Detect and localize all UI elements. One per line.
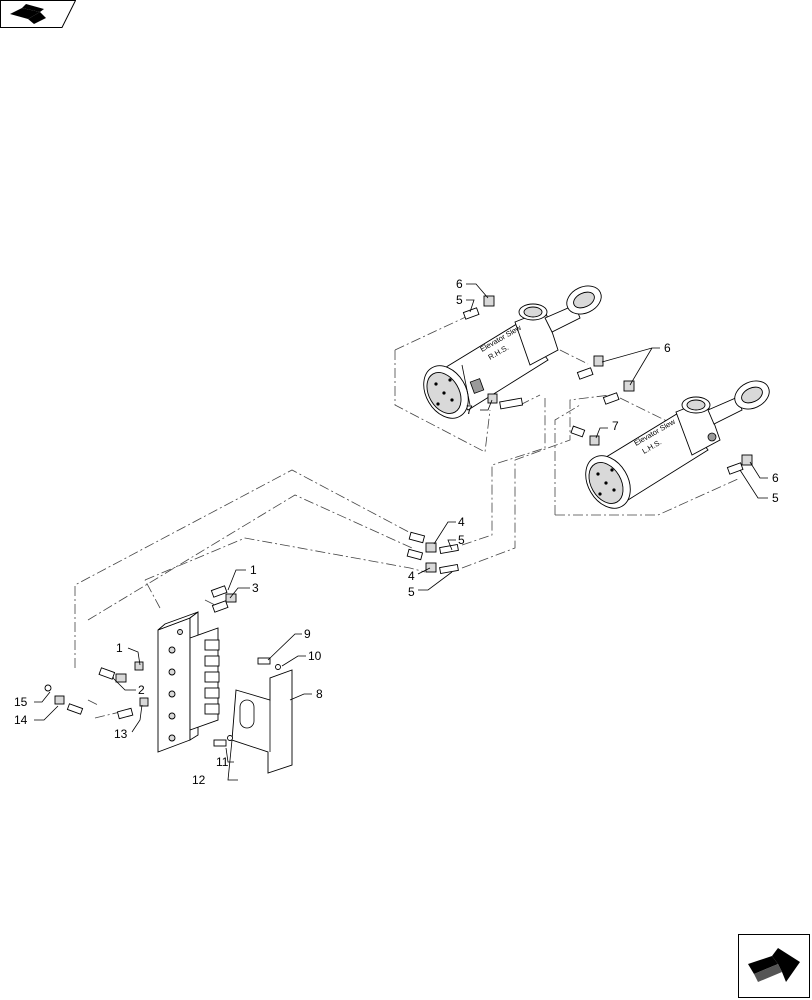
valve-block [157, 611, 220, 753]
next-page-button[interactable] [738, 934, 810, 998]
callout-6-lhs: 6 [772, 471, 779, 485]
callout-1-left: 1 [116, 641, 123, 655]
callout-5-top: 5 [458, 533, 465, 547]
callout-12: 12 [192, 773, 206, 787]
mounting-bracket [231, 669, 293, 774]
callout-leaders [34, 283, 768, 781]
back-arrow-icon [10, 4, 46, 24]
forward-arrow-icon [748, 948, 800, 982]
callout-3: 3 [252, 581, 259, 595]
callout-9: 9 [304, 627, 311, 641]
callout-5-rhs: 5 [456, 293, 463, 307]
callout-8: 8 [316, 687, 323, 701]
callout-1-top: 1 [250, 563, 257, 577]
callout-5-lhs: 5 [772, 491, 779, 505]
previous-page-button[interactable] [0, 0, 76, 28]
callout-4-bottom: 4 [408, 569, 415, 583]
fittings [44, 295, 753, 747]
callout-numbers: 1 3 1 2 13 15 14 9 10 8 11 12 4 5 4 5 6 … [14, 277, 779, 787]
cylinder-lhs: Elevator Slew L.H.S. [585, 380, 770, 509]
callout-7-rhs: 7 [466, 403, 473, 417]
callout-6-mid: 6 [664, 341, 671, 355]
callout-7-lhs: 7 [612, 419, 619, 433]
cylinder-rhs: Elevator Slew R.H.S. [423, 285, 602, 419]
callout-13: 13 [114, 727, 128, 741]
callout-6-rhs: 6 [456, 277, 463, 291]
callout-10: 10 [308, 649, 322, 663]
callout-2: 2 [138, 683, 145, 697]
callout-15: 15 [14, 695, 28, 709]
callout-4-top: 4 [458, 515, 465, 529]
callout-5-bottom: 5 [408, 585, 415, 599]
callout-11: 11 [216, 755, 229, 769]
callout-14: 14 [14, 713, 28, 727]
